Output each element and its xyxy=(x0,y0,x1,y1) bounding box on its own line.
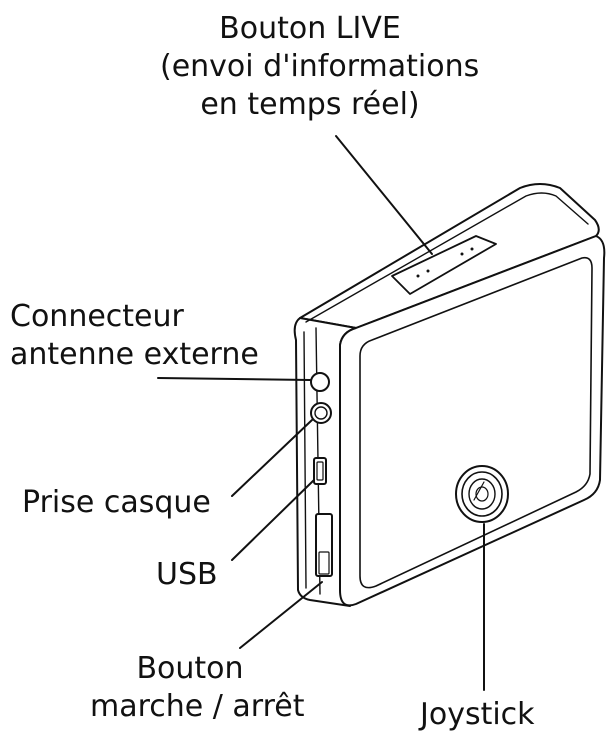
device-side-edge xyxy=(303,331,307,589)
label-live-button: Bouton LIVE (envoi d'informations en tem… xyxy=(160,10,480,124)
label-power-button: Bouton marche / arrêt xyxy=(90,650,305,726)
label-power-line2: marche / arrêt xyxy=(90,689,305,724)
device-front-panel xyxy=(359,256,593,589)
label-antenna-connector: Connecteur antenne externe xyxy=(10,298,259,374)
label-power-line1: Bouton xyxy=(136,651,244,686)
leader-usb xyxy=(231,479,315,561)
device-top-edge xyxy=(305,192,589,323)
joystick-control xyxy=(455,465,509,523)
label-live-line3: en temps réel) xyxy=(200,87,420,122)
label-joystick: Joystick xyxy=(420,697,535,732)
antenna-connector xyxy=(310,372,330,392)
live-button xyxy=(391,235,497,295)
label-headphone-jack: Prise casque xyxy=(22,485,211,520)
leader-antenna xyxy=(157,377,311,381)
label-antenna-line1: Connecteur xyxy=(10,299,184,334)
leader-live xyxy=(335,135,433,255)
label-usb: USB xyxy=(156,557,218,592)
leader-power xyxy=(239,581,323,649)
label-live-line1: Bouton LIVE xyxy=(219,11,401,46)
label-live-line2: (envoi d'informations xyxy=(160,49,480,84)
leader-headphone xyxy=(231,419,313,497)
label-antenna-line2: antenne externe xyxy=(10,337,259,372)
live-led-1 xyxy=(416,274,420,278)
